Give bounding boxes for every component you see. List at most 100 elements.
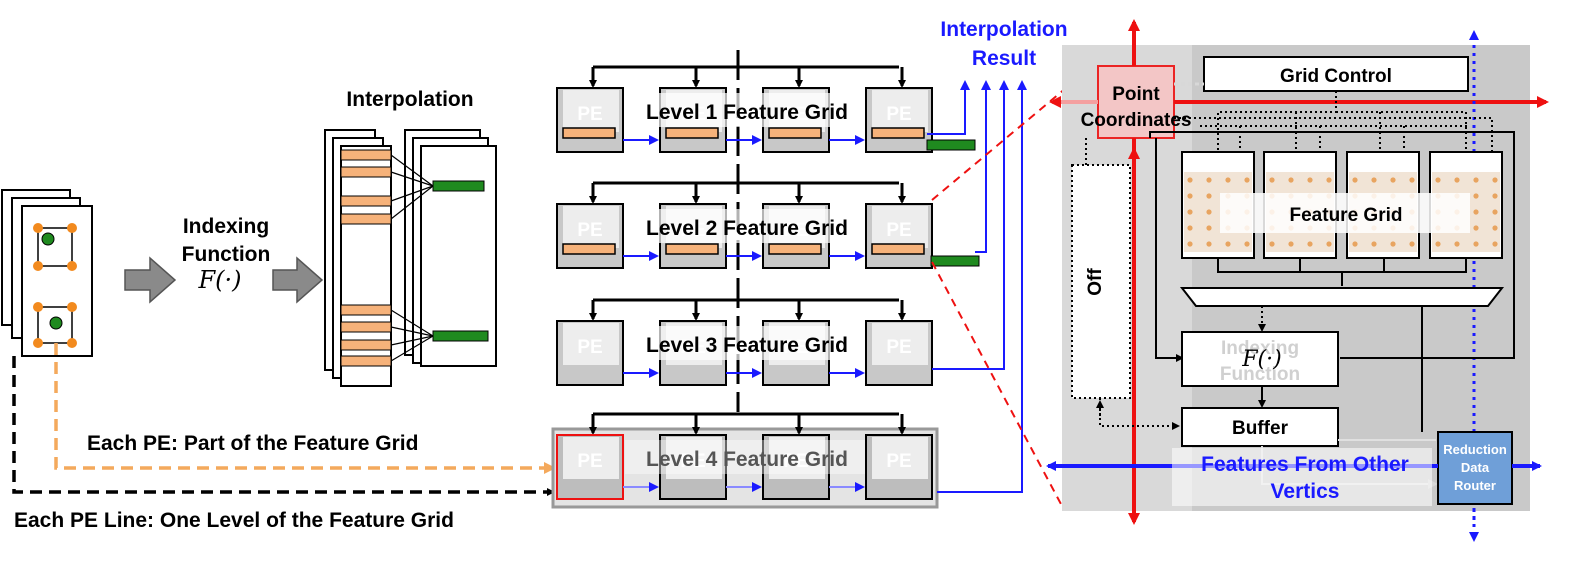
interp-line: [390, 335, 434, 362]
level-label: Level 2 Feature Grid: [646, 217, 848, 240]
pe-label: PE: [886, 451, 911, 472]
interpolation-table-stack: [324, 129, 497, 387]
orange-pe-cell: [562, 127, 616, 139]
pe-box: PE: [556, 87, 624, 153]
features-line1: Features From Other: [1201, 453, 1409, 476]
mux: [1179, 287, 1505, 307]
gray-arrow-2: [272, 256, 324, 304]
pe-label: PE: [680, 451, 705, 472]
orange-row: [340, 213, 392, 225]
feature-grid-label: Feature Grid: [1290, 205, 1403, 226]
interp-line: [390, 185, 434, 220]
interp-line: [390, 154, 434, 187]
level-label: Level 4 Feature Grid: [646, 448, 848, 471]
orange-row: [340, 355, 392, 367]
coord-to-grid-line: [1149, 131, 1515, 359]
buffer-label: Buffer: [1232, 418, 1289, 439]
off-label: Off: [1085, 268, 1106, 296]
orange-row: [340, 304, 392, 316]
result-line: [975, 80, 991, 253]
grid-control-label: Grid Control: [1280, 66, 1392, 87]
pe-box: PE: [865, 203, 933, 269]
router-line2: Data: [1461, 460, 1490, 475]
each-pe-line-label: Each PE Line: One Level of the Feature G…: [14, 509, 454, 532]
orange-pe-cell: [665, 127, 719, 139]
detail-indexing-line2: Function: [1220, 364, 1300, 385]
orange-pe-cell: [768, 243, 822, 255]
coord-to-indexing-line: [1155, 138, 1184, 362]
interpolation-lines: [390, 154, 434, 362]
orange-row: [340, 166, 392, 178]
pe-label: PE: [886, 220, 911, 241]
level-label: Level 1 Feature Grid: [646, 101, 848, 124]
interp-line: [390, 335, 434, 346]
orange-row: [340, 195, 392, 207]
detail-function-symbol: F(·): [1241, 347, 1281, 372]
indexing-line2: Function: [182, 243, 271, 266]
pe-label: PE: [783, 451, 808, 472]
orange-row: [340, 149, 392, 161]
off-to-buffer-dotted: [1099, 398, 1180, 430]
buffer-box: [1181, 407, 1339, 447]
result-line: [932, 80, 1009, 370]
pe-box: PE: [865, 434, 933, 500]
interp-line: [390, 309, 434, 337]
indexing-function-box: [1181, 331, 1339, 387]
point-coordinates-box: [1097, 65, 1175, 139]
result-line1: Interpolation: [940, 18, 1067, 41]
gray-arrow-1: [124, 256, 177, 304]
pe-box: PE: [865, 320, 933, 386]
pe-box: PE: [762, 434, 830, 500]
green-result-bar: [926, 139, 976, 151]
feature-grid-label-bg: [1220, 193, 1470, 233]
result-line2: Result: [972, 47, 1036, 70]
each-pe-label: Each PE: Part of the Feature Grid: [87, 432, 418, 455]
level-label: Level 3 Feature Grid: [646, 334, 848, 357]
pe-label: PE: [886, 337, 911, 358]
pe-label: PE: [577, 337, 602, 358]
orange-row: [340, 339, 392, 351]
pe-box: PE: [556, 434, 624, 500]
black-dashed-connector: [12, 356, 555, 496]
input-points-stack: [1, 189, 93, 357]
orange-pe-cell: [768, 127, 822, 139]
pe-label: PE: [577, 451, 602, 472]
orange-row: [340, 321, 392, 333]
router-line1: Reduction: [1443, 442, 1507, 457]
result-line: [937, 80, 1027, 493]
router-line3: Router: [1454, 478, 1496, 493]
reduction-data-router: [1437, 431, 1513, 505]
pe-label: PE: [577, 220, 602, 241]
interp-line: [390, 185, 434, 202]
off-box: [1071, 164, 1131, 399]
orange-pe-cell: [665, 243, 719, 255]
orange-pe-cell: [871, 243, 925, 255]
pe-box: PE: [556, 320, 624, 386]
detail-panel: Grid Control Point Coordinates: [1046, 19, 1549, 542]
bank-to-mux-lines: [1217, 258, 1467, 286]
features-line2: Vertics: [1271, 480, 1340, 503]
interp-line: [390, 171, 434, 187]
green-result-bar: [930, 255, 980, 267]
function-symbol: F(·): [197, 266, 241, 294]
interp-line: [390, 326, 434, 337]
interpolation-title: Interpolation: [346, 88, 473, 111]
pe-box: PE: [865, 87, 933, 153]
point-line2: Coordinates: [1081, 110, 1192, 131]
result-line: [927, 80, 970, 135]
pe-box: PE: [556, 203, 624, 269]
pe-box: PE: [659, 434, 727, 500]
orange-pe-cell: [871, 127, 925, 139]
point-line1: Point: [1112, 84, 1160, 105]
interpolation-result-lines: [927, 80, 1027, 493]
zoom-dash-bottom: [931, 261, 1063, 507]
detail-indexing-line1: Indexing: [1221, 338, 1299, 359]
orange-dashed-connector: [54, 343, 556, 474]
orange-pe-cell: [562, 243, 616, 255]
